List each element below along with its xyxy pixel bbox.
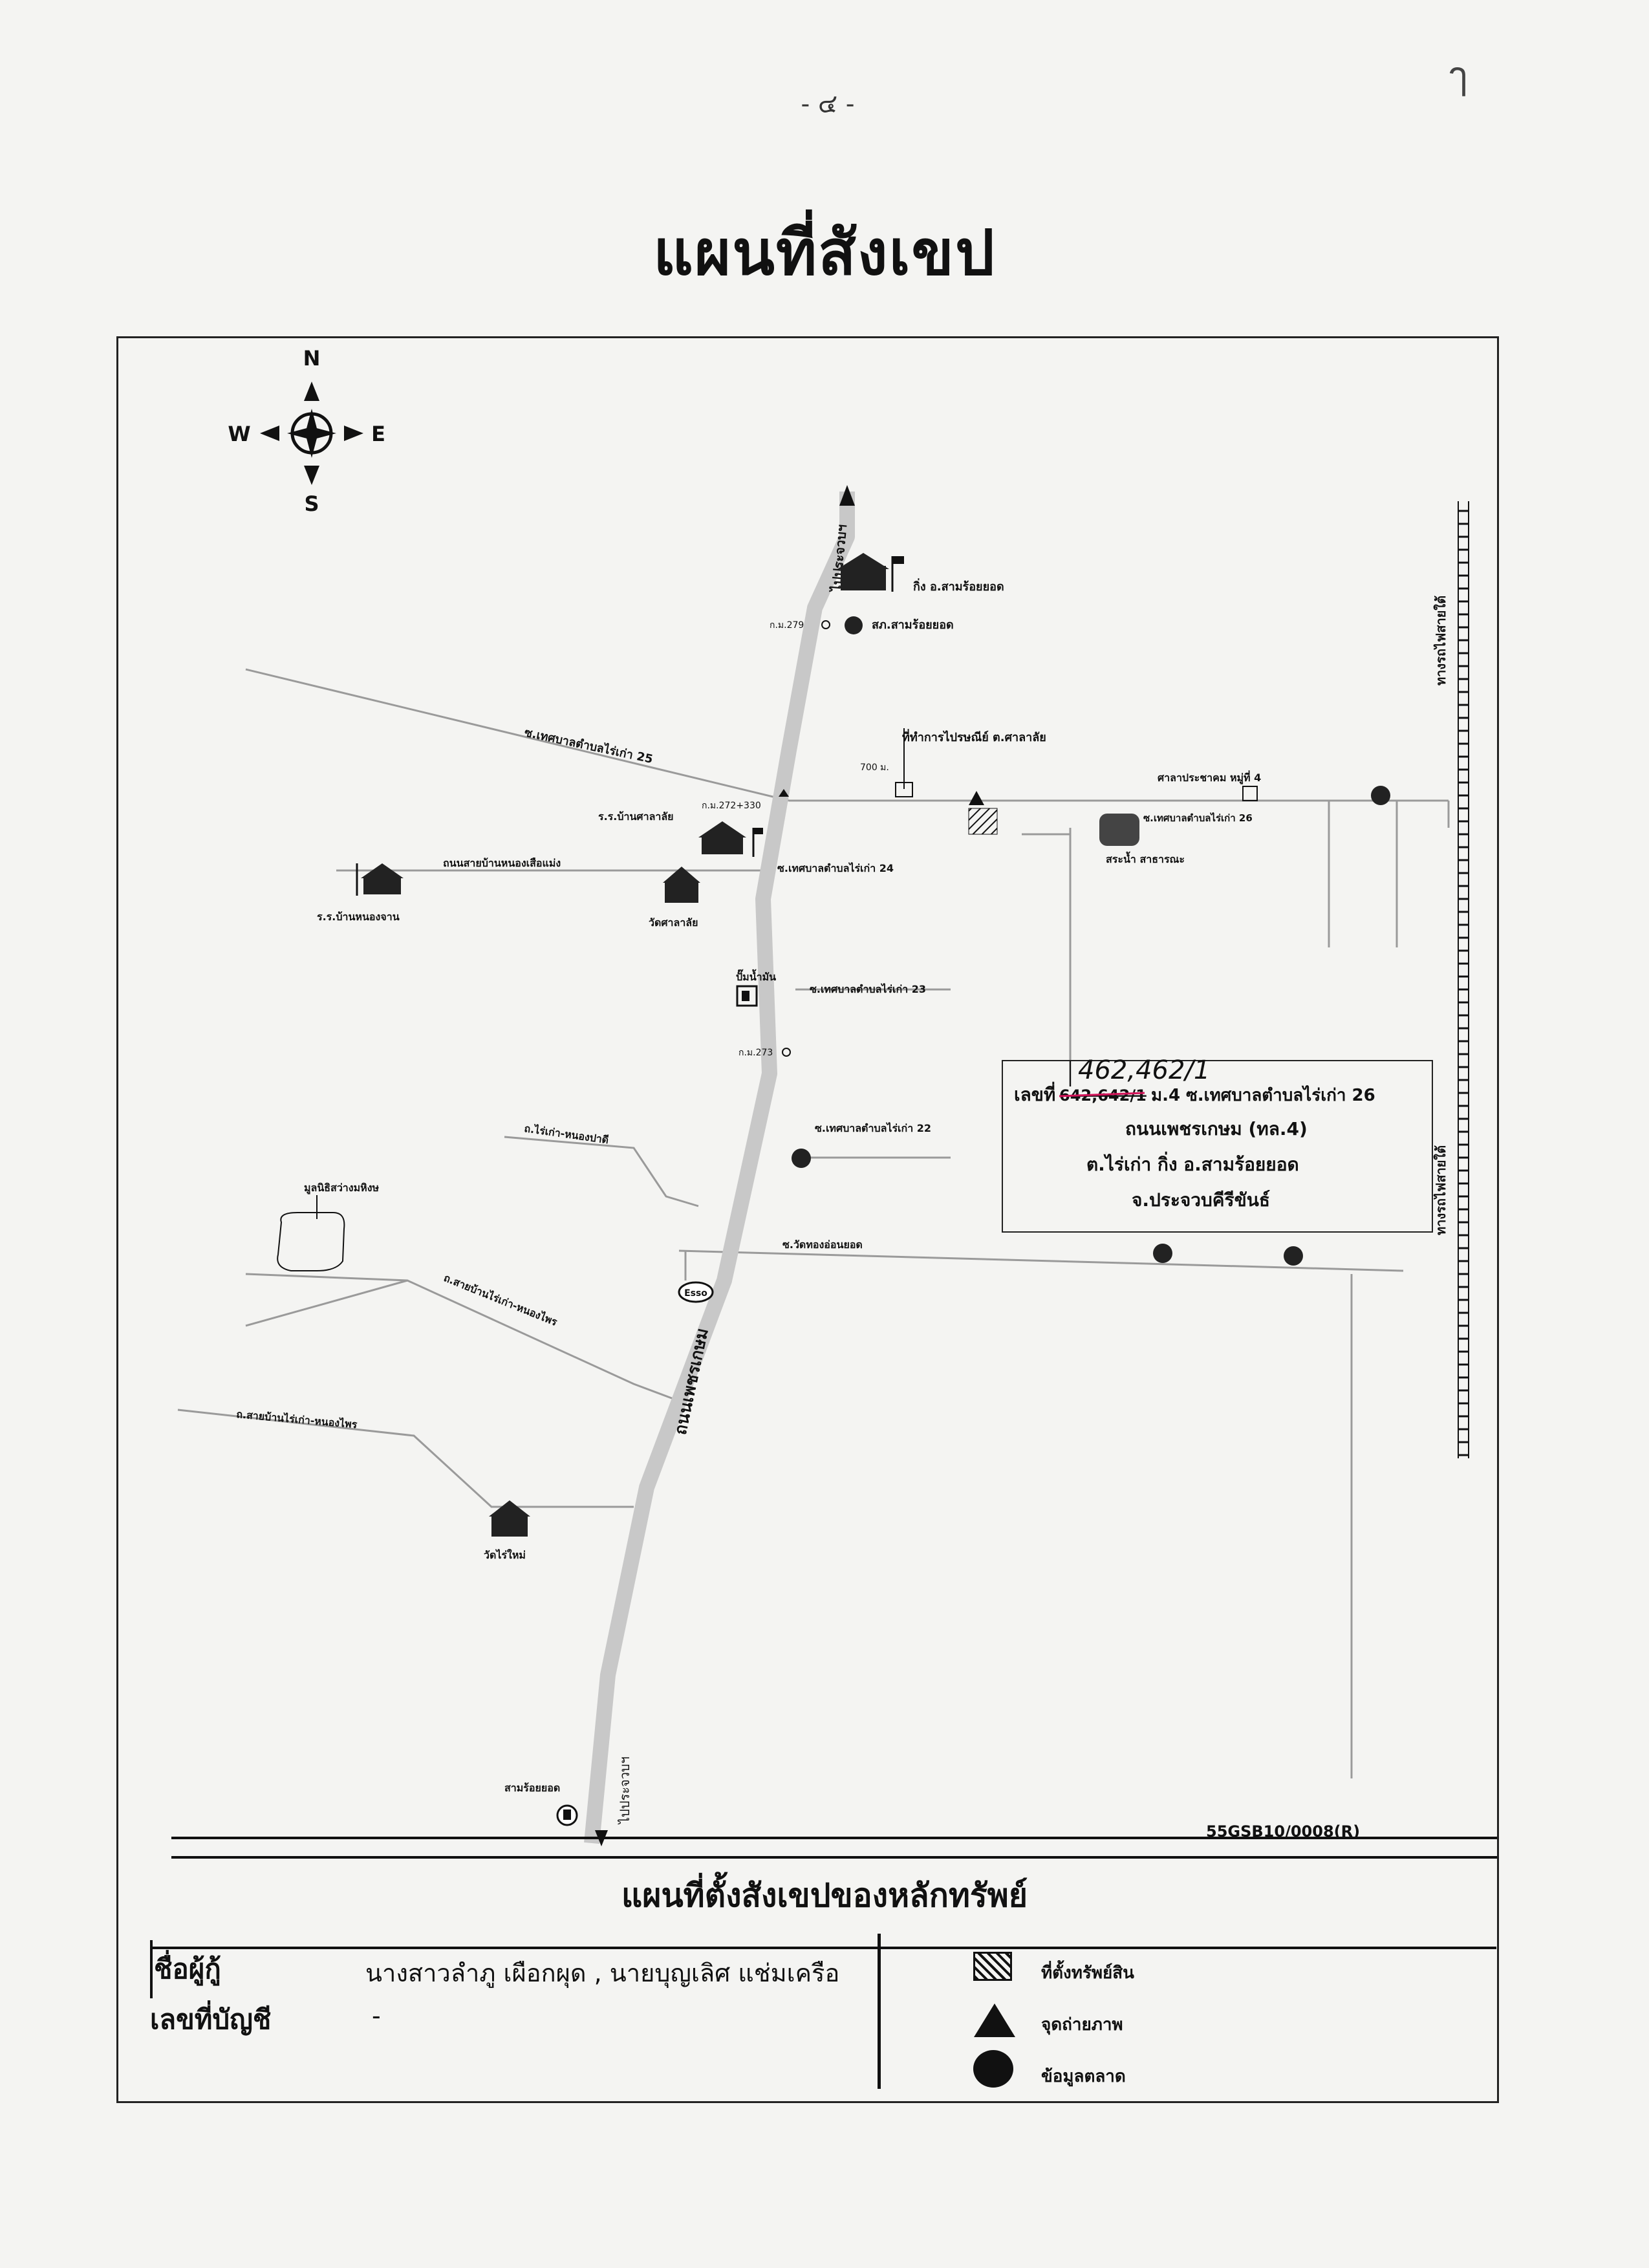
north-arrow-icon [839,485,855,506]
post-office-label: ที่ทำการไปรษณีย์ ต.ศาลาลัย [902,729,1046,744]
temple-1-label: วัดศาลาลัย [649,916,698,929]
village-hall-icon [1242,786,1258,801]
road-nongphrao-1-label: ถ.สายบ้านไร่เก่า-หนองไพร [442,1271,559,1328]
km-top-label: ก.ม.279 [770,620,804,631]
gas-station-icon [736,985,758,1007]
road-main-bottom-label: ไปประจวบฯ [617,1756,632,1825]
page-title: แผนที่สังเขป [653,217,996,289]
village-hall-label: ศาลาประชาคม หมู่ที่ 4 [1158,770,1261,785]
handwritten-house-number: 462,462/1 [1078,1055,1210,1085]
rail-label-bottom: ทางรถไฟสายใต้ [1433,1145,1449,1235]
account-value: - [372,2002,381,2030]
district-office-label: กิ่ง อ.สามร้อยยอด [913,578,1004,594]
map-frame [116,336,1499,2103]
property-line1-label: เลขที่ [1014,1081,1055,1105]
account-label: เลขที่บัญชี [150,2003,272,2035]
school-2-label: ร.ร.บ้านหนองจาน [317,911,400,923]
market-point-2 [792,1149,811,1168]
footer-title: แผนที่ตั้งสังเขปของหลักทรัพย์ [621,1877,1028,1914]
gas-station-label: ปั๊มน้ำมัน [736,969,776,983]
pond-icon [1099,814,1139,846]
school-1-label: ร.ร.บ้านศาลาลัย [598,810,674,823]
compass-e: E [371,422,385,446]
compass-w: W [228,422,250,446]
market-point-1 [1371,786,1390,805]
police-label: สภ.สามร้อยยอด [872,618,954,632]
borrower-value: นางสาวลำภู เผือกผุด , นายบุญเลิศ แช่มเคร… [365,1959,840,1987]
legend-property: ที่ตั้งทรัพย์สิน [1041,1963,1134,1983]
hatched-square-icon [973,1952,1012,1981]
legend-market: ข้อมูลตลาด [1041,2067,1126,2086]
temple-2-icon [489,1500,530,1537]
temple-1-icon [663,867,700,903]
post-office-icon [895,782,913,797]
road-nongphrao-2-label: ถ.สายบ้านไร่เก่า-หนองไพร [236,1408,358,1431]
road-west-label: ถนนสายบ้านหนองเสือแม่ง [443,857,561,869]
rail-label-top: ทางรถไฟสายใต้ [1433,596,1449,686]
government-building-icon [837,553,904,592]
property-line3: ต.ไร่เก่า กิ่ง อ.สามร้อยยอด [1086,1151,1299,1175]
km-low-label: ก.ม.273 [738,1048,773,1058]
minor-roads [177,668,1450,1778]
legend-photo: จุดถ่ายภาพ [1041,2015,1123,2035]
foundation-label: มูลนิธิสว่างมหิงษ [304,1182,380,1195]
railway-line [1458,501,1469,1458]
pond-label: สระน้ำ สาธารณะ [1106,851,1185,865]
south-town-label: สามร้อยยอด [504,1782,560,1794]
corner-mark: ๅ [1449,54,1468,99]
footer-left-rule [150,1940,153,1998]
foundation-icon [277,1212,345,1271]
photo-point-icon [969,791,984,805]
circle-icon [973,2050,1013,2088]
esso-icon [678,1281,714,1303]
compass-n: N [303,346,321,371]
sketch-map: N S E W ทางรถไฟสายใต้ ทางรถไฟสายใต้ ไปปร… [171,346,1497,1859]
market-point-3 [1153,1244,1172,1263]
property-info-box: 462,462/1 เลขที่ 642,642/1 ม.4 ซ.เทศบาลต… [1002,1055,1433,1233]
page-number: - ๔ - [801,89,855,119]
footer-separator [878,1934,881,2089]
school-building-icon [698,821,763,857]
property-location-icon [968,808,998,835]
soi-26-label: ซ.เทศบาลตำบลไร่เก่า 26 [1143,812,1253,824]
compass-s: S [304,491,319,516]
property-line1-rest: ม.4 ซ.เทศบาลตำบลไร่เก่า 26 [1151,1085,1375,1105]
soi-25-label: ซ.เทศบาลตำบลไร่เก่า 25 [523,725,654,766]
soi-22-label: ซ.เทศบาลตำบลไร่เก่า 22 [815,1122,931,1134]
soi-23-label: ซ.เทศบาลตำบลไร่เก่า 23 [810,983,926,995]
esso-label: Esso [684,1288,707,1299]
temple-2-label: วัดไร่ใหม่ [484,1549,526,1561]
school-2-building-icon [356,863,404,896]
police-icon [845,616,863,634]
soi-wat-label: ซ.วัดทองอ่อนยอด [782,1238,863,1251]
borrower-label: ชื่อผู้กู้ [154,1953,221,1985]
property-line4: จ.ประจวบคีรีขันธ์ [1132,1189,1270,1211]
market-point-4 [1284,1246,1303,1266]
footer-divider [150,1947,1496,1949]
soi-24-label: ซ.เทศบาลตำบลไร่เก่า 24 [777,862,894,874]
km-mid-label: ก.ม.272+330 [702,801,761,811]
compass-rose-icon: N S E W [228,346,385,516]
property-line2: ถนนเพชรเกษม (ทล.4) [1125,1118,1308,1139]
distance-label: 700 ม. [860,762,889,773]
road-main-name: ถนนเพชรเกษม [671,1326,713,1436]
triangle-icon [974,2003,1015,2037]
main-road [584,491,855,1844]
